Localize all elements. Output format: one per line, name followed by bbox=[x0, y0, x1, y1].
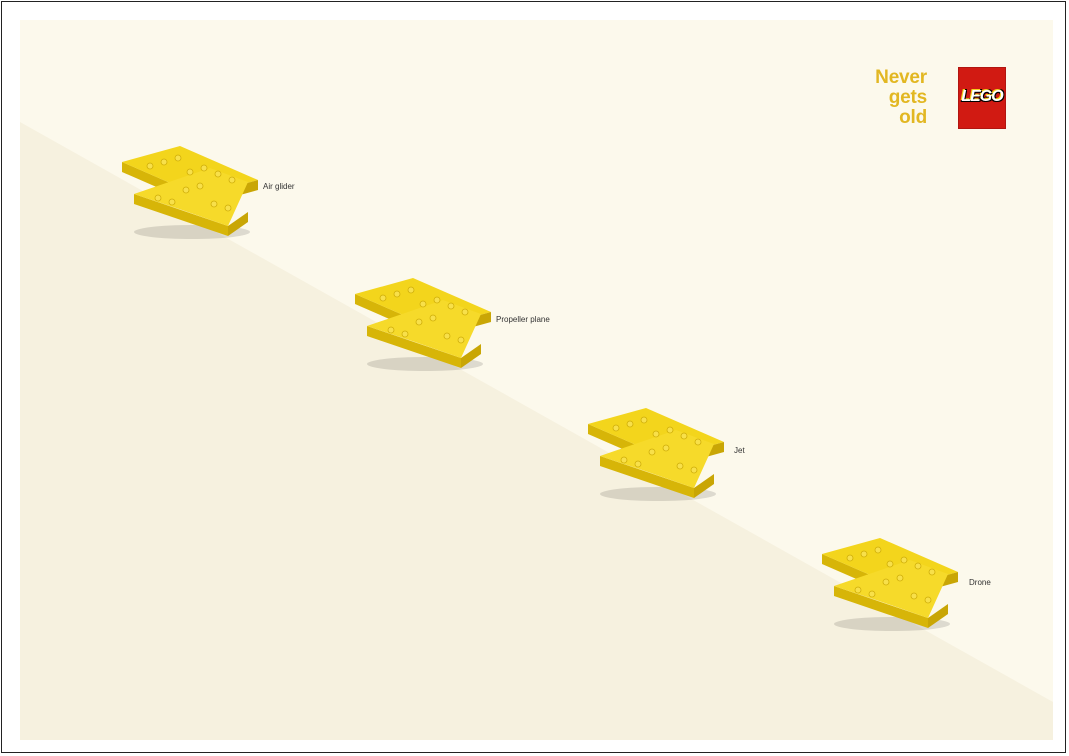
plane-label-drone: Drone bbox=[969, 578, 991, 587]
brick-plane-jet bbox=[588, 408, 724, 501]
plane-label-propeller: Propeller plane bbox=[496, 315, 550, 324]
brick-plane-air-glider bbox=[122, 146, 258, 239]
tagline: Never gets old bbox=[875, 68, 927, 128]
poster: Never gets old LEGO Air bbox=[20, 20, 1053, 740]
brick-plane-propeller bbox=[355, 278, 491, 371]
lego-logo: LEGO bbox=[958, 67, 1006, 129]
logo-text: LEGO bbox=[961, 88, 1003, 105]
diagonal-background bbox=[20, 20, 1053, 740]
plane-label-air-glider: Air glider bbox=[263, 182, 295, 191]
brick-plane-drone bbox=[822, 538, 958, 631]
tagline-line-1: Never bbox=[875, 67, 927, 88]
plane-label-jet: Jet bbox=[734, 446, 745, 455]
tagline-line-2: gets bbox=[888, 87, 927, 108]
tagline-line-3: old bbox=[899, 107, 927, 128]
